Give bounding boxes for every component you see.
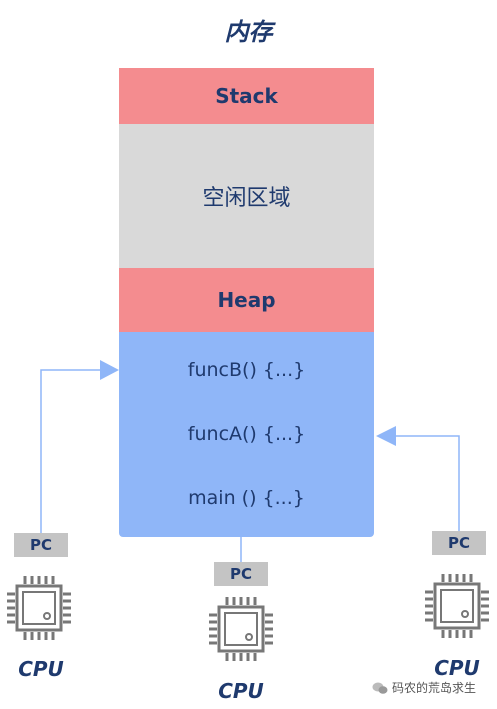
arrowhead-funcA	[376, 426, 396, 446]
cpu-chip-icon	[425, 574, 489, 638]
cpu-label-3: CPU	[434, 656, 480, 680]
arrow-cpu3-to-funcA	[396, 435, 460, 532]
cpu-chip-icon	[209, 597, 273, 661]
function-funcB: funcB() {...}	[187, 359, 306, 381]
pc-register-2: PC	[214, 562, 268, 586]
function-funcA: funcA() {...}	[187, 423, 306, 445]
wechat-icon	[372, 682, 388, 694]
cpu-label-1: CPU	[18, 657, 64, 681]
function-main: main () {...}	[188, 487, 305, 509]
watermark-text: 码农的荒岛求生	[392, 681, 477, 695]
watermark: 码农的荒岛求生	[372, 679, 476, 696]
pc-label-3: PC	[447, 534, 470, 552]
cpu-chip-icon	[7, 576, 71, 640]
pc-label-2: PC	[229, 565, 252, 583]
heap-region: Heap	[119, 268, 374, 332]
pc-register-3: PC	[432, 531, 486, 555]
pc-register-1: PC	[14, 533, 68, 557]
heap-label: Heap	[217, 288, 276, 312]
arrow-cpu1-to-funcB	[40, 369, 100, 534]
code-region: funcB() {...} funcA() {...} main () {...…	[119, 332, 374, 537]
cpu-label-2: CPU	[218, 679, 264, 703]
free-label: 空闲区域	[202, 186, 291, 211]
stack-region: Stack	[119, 68, 374, 124]
diagram-title: 内存	[224, 18, 273, 46]
pc-label-1: PC	[29, 536, 52, 554]
stack-label: Stack	[215, 84, 278, 108]
free-region: 空闲区域	[119, 124, 374, 268]
arrowhead-funcB	[100, 360, 119, 380]
